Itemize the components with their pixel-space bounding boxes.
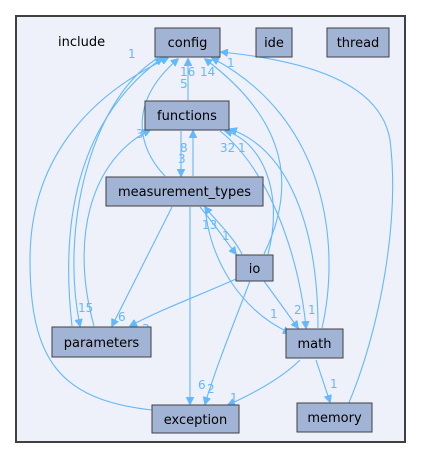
edge-math-config[interactable] <box>212 58 330 329</box>
edge-math-memory[interactable]: 1 <box>315 359 338 402</box>
edge-measurement-types-exception[interactable]: 6 <box>190 207 206 404</box>
edge-config-parameters[interactable]: 15 <box>73 57 159 326</box>
node-exception[interactable]: exception <box>151 404 240 434</box>
edge-label: 1 <box>222 229 230 243</box>
edge-label: 14 <box>200 65 215 79</box>
edges: 1 1 16 5 14 <box>29 47 394 411</box>
edge-label: 32 <box>220 141 235 155</box>
node-config[interactable]: config <box>154 27 221 58</box>
edge-functions-measurement-types[interactable]: 3 <box>178 131 186 176</box>
node-io[interactable]: io <box>235 254 274 282</box>
node-label: exception <box>164 413 228 428</box>
node-label: io <box>249 262 261 277</box>
edge-label: 15 <box>78 301 93 315</box>
edge-label: 3 <box>178 152 186 166</box>
edge-math-functions[interactable]: 1 <box>230 129 319 329</box>
edge-io-measurement-types[interactable]: 13 <box>202 207 243 255</box>
edge-label: 1 <box>308 303 316 317</box>
node-math[interactable]: math <box>285 328 344 359</box>
edge-functions-config[interactable]: 16 <box>180 59 195 100</box>
edge-label: 1 <box>227 56 235 70</box>
edge-functions-math[interactable]: 2 <box>219 130 306 328</box>
edge-label: 5 <box>180 77 188 91</box>
edge-label: 1 <box>330 377 338 391</box>
edge-label: 13 <box>202 218 217 232</box>
edge-label: 2 <box>207 382 215 396</box>
edge-label: 8 <box>180 141 188 155</box>
node-label: functions <box>157 109 217 124</box>
edge-measurement-types-math[interactable]: 1 <box>204 206 290 333</box>
edge-io-functions[interactable]: 32 <box>220 131 275 255</box>
node-label: parameters <box>64 336 140 351</box>
node-functions[interactable]: functions <box>144 100 230 131</box>
edge-measurement-types-parameters[interactable]: 6 <box>112 206 173 326</box>
node-label: config <box>168 36 208 51</box>
node-parameters[interactable]: parameters <box>51 326 152 358</box>
node-label: thread <box>337 36 380 51</box>
edge-label: 1 <box>238 141 246 155</box>
edge-label: 1 <box>230 391 238 405</box>
edge-label: 1 <box>270 307 278 321</box>
node-memory[interactable]: memory <box>296 402 373 433</box>
edge-exception-config[interactable] <box>29 58 168 411</box>
edge-measurement-types-functions[interactable]: 8 <box>180 131 193 176</box>
edge-io-math[interactable]: 1 <box>263 280 316 328</box>
edge-memory-config[interactable]: 1 <box>221 52 394 406</box>
node-label: measurement_types <box>118 185 251 200</box>
edge-label: 6 <box>198 378 206 392</box>
edge-io-config[interactable]: 14 <box>200 59 283 255</box>
edge-measurement-types-io[interactable]: 1 <box>199 206 236 254</box>
edge-measurement-types-config[interactable]: 5 <box>141 59 188 177</box>
edge-label: 16 <box>180 65 195 79</box>
node-label: memory <box>307 411 362 426</box>
edge-label: 3 <box>136 127 144 141</box>
edge-math-exception[interactable]: 1 <box>228 359 301 405</box>
node-label: ide <box>264 36 284 51</box>
node-ide[interactable]: ide <box>255 27 293 58</box>
edge-io-exception[interactable]: 2 <box>205 280 251 404</box>
include-cluster <box>15 15 406 443</box>
edge-parameters-config[interactable]: 1 <box>68 47 162 327</box>
edge-label: 2 <box>294 303 302 317</box>
node-label: math <box>298 337 332 352</box>
edge-label: 1 <box>128 47 136 61</box>
node-thread[interactable]: thread <box>326 27 390 58</box>
edge-parameters-functions[interactable]: 3 <box>83 127 150 327</box>
node-measurement-types[interactable]: measurement_types <box>105 176 264 207</box>
edge-label: 6 <box>118 310 126 324</box>
cluster-title: include <box>58 35 105 50</box>
